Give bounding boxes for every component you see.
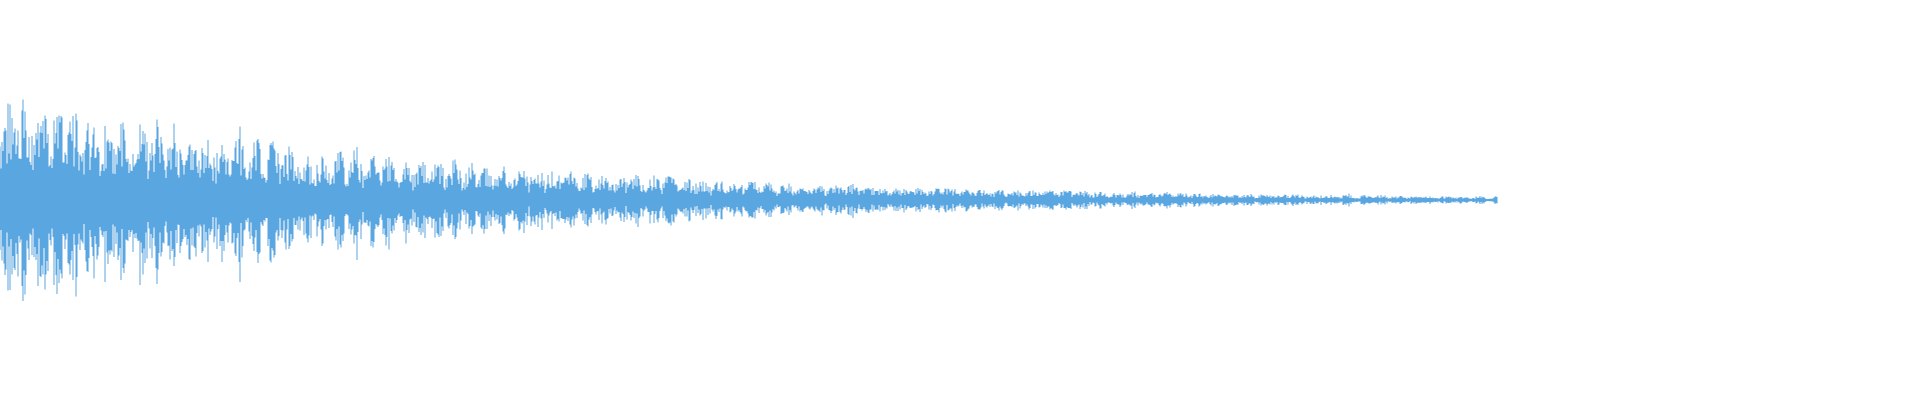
waveform-path xyxy=(0,99,1498,302)
